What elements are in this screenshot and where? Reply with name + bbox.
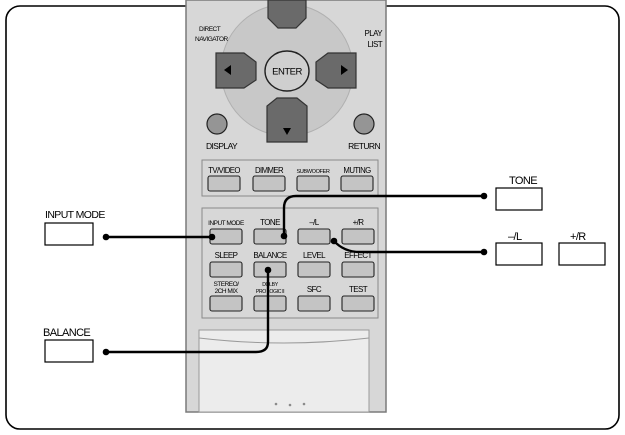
plus-r-callout-box — [558, 242, 606, 266]
balance-callout-line — [106, 270, 270, 354]
return-label: RETURN — [348, 141, 380, 151]
tone-callout-box — [495, 187, 543, 211]
sleep-label: SLEEP — [215, 251, 238, 260]
dolby-label-line2: PRO LOGIC II — [256, 289, 284, 295]
dolby-pro-logic-button[interactable] — [253, 295, 287, 312]
return-button[interactable] — [353, 113, 375, 135]
display-label: DISPLAY — [206, 141, 238, 151]
minus-l-label: –/L — [309, 218, 319, 227]
play-list-label-line1: PLAY — [365, 29, 384, 38]
input-mode-target-dot — [208, 233, 216, 241]
tone-label: TONE — [260, 218, 280, 227]
remote-control: ENTER DIRECT NAVIGATOR PLAY LIST DISPLAY… — [185, 0, 387, 413]
muting-button[interactable] — [340, 175, 374, 192]
minus-l-callout-label: –/L — [508, 231, 522, 243]
input-mode-callout-box — [44, 222, 94, 246]
lower-button-group — [201, 207, 379, 319]
test-button[interactable] — [341, 295, 375, 312]
callout-dots — [102, 192, 488, 356]
remote-dot — [288, 403, 292, 407]
remote-dot — [274, 402, 278, 406]
sfc-button[interactable] — [297, 295, 331, 312]
stereo-label-line2: 2CH MIX — [215, 288, 239, 295]
subwoofer-label: SUBWOOFER — [296, 169, 329, 175]
balance-target-dot — [264, 266, 272, 274]
minus-l-callout-box — [495, 242, 543, 266]
balance-callout-label: BALANCE — [43, 327, 90, 339]
dpad-right-button[interactable] — [315, 52, 357, 89]
test-label: TEST — [349, 285, 368, 294]
tv-video-button[interactable] — [207, 175, 241, 192]
enter-label: ENTER — [272, 67, 302, 78]
arrow-right-icon — [341, 65, 348, 75]
tone-target-dot — [280, 232, 288, 240]
minus-l-button[interactable] — [297, 228, 331, 245]
stereo-label-line1: STEREO/ — [213, 281, 239, 288]
minus-l-callout-dot — [480, 248, 488, 256]
effect-button[interactable] — [341, 261, 375, 278]
sfc-label: SFC — [307, 285, 322, 294]
dimmer-label: DIMMER — [255, 166, 284, 175]
plus-r-button[interactable] — [341, 228, 375, 245]
arrow-down-icon — [283, 128, 291, 135]
dpad-left-button[interactable] — [215, 52, 257, 89]
tone-callout-line — [282, 194, 484, 236]
direct-navigator-label-line2: NAVIGATOR — [195, 36, 229, 43]
tone-callout-dot — [480, 192, 488, 200]
input-mode-callout-dot — [102, 233, 110, 241]
dolby-label-line1: DOLBY — [262, 282, 279, 288]
arrow-left-icon — [224, 65, 231, 75]
plus-r-callout-label: +/R — [570, 231, 586, 243]
remote-dot — [302, 402, 306, 406]
dimmer-button[interactable] — [252, 175, 286, 192]
tv-video-label: TV/VIDEO — [208, 166, 240, 175]
callout-boxes: INPUT MODE TONE –/L +/R BALANCE — [43, 175, 606, 363]
dpad-up-button[interactable] — [267, 0, 307, 29]
level-button[interactable] — [297, 261, 331, 278]
direct-navigator-label-line1: DIRECT — [199, 26, 221, 33]
display-button[interactable] — [206, 113, 228, 135]
remote-panel-curve — [198, 337, 370, 344]
level-label: LEVEL — [303, 251, 326, 260]
muting-label: MUTING — [343, 166, 371, 175]
dpad-down-button[interactable] — [266, 97, 308, 143]
remote-lower-panel — [198, 329, 370, 413]
input-mode-callout-label: INPUT MODE — [45, 209, 105, 221]
balance-callout-box — [44, 339, 94, 363]
balance-label: BALANCE — [253, 251, 286, 260]
effect-label: EFFECT — [344, 251, 372, 260]
plus-r-label: +/R — [353, 218, 365, 227]
play-list-label-line2: LIST — [368, 40, 383, 49]
balance-callout-dot — [102, 348, 110, 356]
stereo-2ch-mix-button[interactable] — [209, 295, 243, 312]
enter-button[interactable] — [264, 50, 310, 92]
subwoofer-button[interactable] — [296, 175, 330, 192]
sleep-button[interactable] — [209, 261, 243, 278]
tone-callout-label: TONE — [509, 175, 537, 187]
input-mode-label: INPUT MODE — [208, 220, 245, 227]
minus-l-target-dot — [330, 237, 338, 245]
